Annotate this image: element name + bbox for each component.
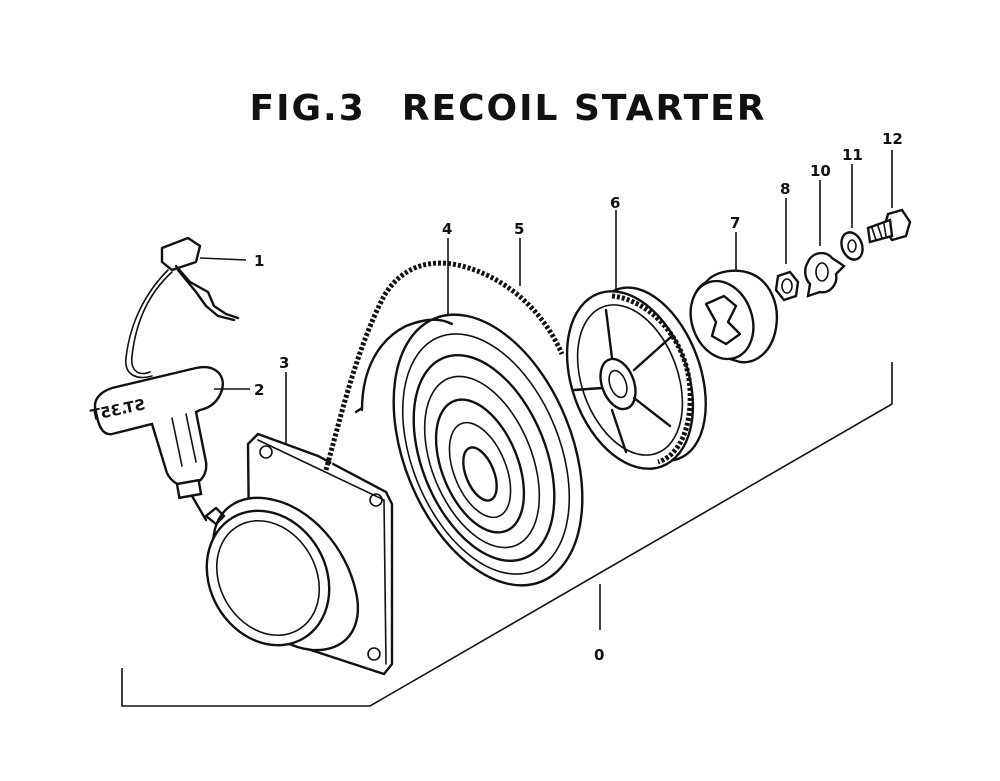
callout-5: 5 [514,220,524,238]
callout-10: 10 [810,162,831,180]
callout-7: 7 [730,214,740,232]
part-5-starter-rope [323,238,565,471]
callout-0: 0 [594,646,604,664]
part-12-bolt [866,150,912,244]
part-1-cable-clip [125,236,247,379]
callout-labels: 1 2 3 4 5 6 7 8 10 11 12 0 [254,130,903,664]
callout-1: 1 [254,252,264,270]
part-2-starter-handle: ST.35T [88,365,250,522]
callout-8: 8 [780,180,790,198]
callout-3: 3 [279,354,289,372]
part-8-nut [774,198,800,302]
callout-4: 4 [442,220,452,238]
callout-11: 11 [842,146,863,164]
callout-2: 2 [254,381,264,399]
part-11-washer [840,164,864,261]
part-10-ratchet-guide [804,180,846,298]
callout-6: 6 [610,194,620,212]
part-6-rope-pulley [565,210,707,470]
part-7-ratchet-drum [689,232,779,364]
assembly-bracket [121,362,893,707]
part-4-recoil-spring [354,238,584,587]
part-3-starter-case [204,372,394,676]
callout-12: 12 [882,130,903,148]
